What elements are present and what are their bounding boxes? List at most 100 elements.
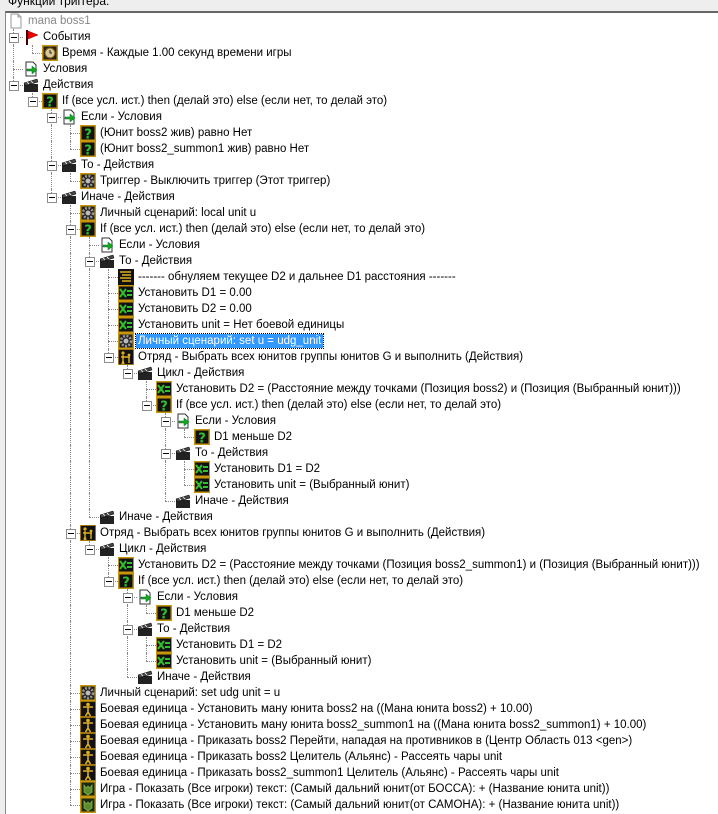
collapse-toggle[interactable]	[123, 593, 133, 603]
collapse-toggle[interactable]	[47, 193, 57, 203]
tree-item-label[interactable]: Боевая единица - Приказать boss2 Перейти…	[100, 735, 633, 747]
tree-item-label[interactable]: Установить D1 = 0.00	[138, 287, 252, 299]
tree-item-label[interactable]: mana boss1	[28, 15, 91, 27]
tree-item-label[interactable]: (Юнит boss2_summon1 жив) равно Нет	[100, 143, 310, 155]
collapse-toggle[interactable]	[123, 369, 133, 379]
tree-item-label[interactable]: D1 меньше D2	[176, 607, 255, 619]
tree-item[interactable]: Триггер - Выключить триггер (Этот тригге…	[6, 173, 718, 189]
collapse-toggle[interactable]	[85, 545, 95, 555]
tree-item[interactable]: Иначе - Действия	[6, 669, 718, 685]
tree-item[interactable]: Установить D2 = (Расстояние между точкам…	[6, 381, 718, 397]
tree-item-label[interactable]: If (все усл. ист.) then (делай это) else…	[100, 223, 426, 235]
tree-item[interactable]: ?If (все усл. ист.) then (делай это) els…	[6, 573, 718, 591]
tree-item-label[interactable]: Игра - Показать (Все игроки) текст: (Сам…	[100, 799, 620, 811]
tree-item-label[interactable]: То - Действия	[81, 159, 155, 171]
tree-item-label[interactable]: То - Действия	[157, 623, 231, 635]
tree-item-label[interactable]: Иначе - Действия	[119, 511, 213, 523]
tree-item-label[interactable]: Боевая единица - Приказать boss2_summon1…	[100, 767, 559, 779]
tree-item[interactable]: То - Действия	[6, 157, 718, 173]
tree-item-label[interactable]: То - Действия	[195, 447, 269, 459]
tree-item[interactable]: Отряд - Выбрать всех юнитов группы юнито…	[6, 348, 718, 366]
tree-item[interactable]: Боевая единица - Установить ману юнита b…	[6, 716, 718, 734]
tree-item[interactable]: ?If (все усл. ист.) then (делай это) els…	[6, 397, 718, 415]
tree-item[interactable]: ?(Юнит boss2 жив) равно Нет	[6, 125, 718, 143]
tree-item[interactable]: Личный сценарий: local unit u	[6, 205, 718, 221]
tree-item-label[interactable]: Боевая единица - Приказать boss2 Целител…	[100, 751, 503, 763]
tree-item-label[interactable]: D1 меньше D2	[214, 431, 293, 443]
tree-item[interactable]: Установить unit = (Выбранный юнит)	[6, 477, 718, 493]
tree-item[interactable]: ------- обнуляем текущее D2 и дальнее D1…	[6, 269, 718, 285]
tree-item-label[interactable]: Триггер - Выключить триггер (Этот тригге…	[100, 175, 331, 187]
tree-item[interactable]: ?D1 меньше D2	[6, 605, 718, 623]
tree-item[interactable]: Иначе - Действия	[6, 509, 718, 525]
tree-item-label[interactable]: Цикл - Действия	[119, 543, 207, 555]
tree-item[interactable]: События	[6, 29, 718, 45]
tree-item[interactable]: mana boss1	[6, 13, 718, 29]
tree-item[interactable]: То - Действия	[6, 253, 718, 269]
tree-item-label[interactable]: ------- обнуляем текущее D2 и дальнее D1…	[138, 271, 456, 283]
tree-item-label[interactable]: Если - Условия	[195, 415, 276, 427]
tree-item[interactable]: ?If (все усл. ист.) then (делай это) els…	[6, 221, 718, 239]
tree-item-label[interactable]: Иначе - Действия	[157, 671, 251, 683]
tree-item[interactable]: ?If (все усл. ист.) then (делай это) els…	[6, 93, 718, 111]
collapse-toggle[interactable]	[9, 81, 19, 91]
tree-item[interactable]: Установить unit = Нет боевой единицы	[6, 317, 718, 333]
tree-item[interactable]: Установить D2 = (Расстояние между точкам…	[6, 557, 718, 573]
tree-item[interactable]: Если - Условия	[6, 109, 718, 125]
collapse-toggle[interactable]	[9, 33, 19, 43]
tree-item-label[interactable]: Отряд - Выбрать всех юнитов группы юнито…	[100, 527, 486, 539]
tree-item-label[interactable]: If (все усл. ист.) then (делай это) else…	[62, 95, 388, 107]
tree-item[interactable]: ?(Юнит boss2_summon1 жив) равно Нет	[6, 141, 718, 159]
tree-item[interactable]: Боевая единица - Приказать boss2 Перейти…	[6, 732, 718, 750]
collapse-toggle[interactable]	[66, 225, 76, 235]
tree-item-label[interactable]: Действия	[43, 79, 94, 91]
tree-item[interactable]: Если - Условия	[6, 589, 718, 605]
tree-item-label[interactable]: Установить unit = (Выбранный юнит)	[176, 655, 372, 667]
tree-item[interactable]: Если - Условия	[6, 237, 718, 253]
tree-item[interactable]: Установить D1 = D2	[6, 461, 718, 477]
tree-item-label[interactable]: Боевая единица - Установить ману юнита b…	[100, 719, 647, 731]
tree-item[interactable]: Иначе - Действия	[6, 189, 718, 205]
collapse-toggle[interactable]	[28, 97, 38, 107]
tree-item-label[interactable]: Установить D2 = (Расстояние между точкам…	[176, 383, 681, 395]
tree-item[interactable]: Иначе - Действия	[6, 493, 718, 509]
tree-item[interactable]: Игра - Показать (Все игроки) текст: (Сам…	[6, 797, 718, 813]
collapse-toggle[interactable]	[123, 625, 133, 635]
tree-item[interactable]: Установить D2 = 0.00	[6, 301, 718, 317]
tree-item[interactable]: Личный сценарий: set u = udg_unit	[6, 333, 718, 349]
tree-item-label[interactable]: Цикл - Действия	[157, 367, 245, 379]
tree-item-label[interactable]: Боевая единица - Установить ману юнита b…	[100, 703, 533, 715]
collapse-toggle[interactable]	[85, 257, 95, 267]
tree-item-label[interactable]: Иначе - Действия	[195, 495, 289, 507]
tree-item-label[interactable]: Если - Условия	[81, 111, 162, 123]
tree-item-label[interactable]: Личный сценарий: set udg unit = u	[100, 687, 281, 699]
tree-item[interactable]: Игра - Показать (Все игроки) текст: (Сам…	[6, 781, 718, 797]
tree-item-label[interactable]: If (все усл. ист.) then (делай это) else…	[138, 575, 464, 587]
collapse-toggle[interactable]	[161, 449, 171, 459]
tree-item[interactable]: Цикл - Действия	[6, 365, 718, 381]
tree-item-label[interactable]: Установить D1 = D2	[214, 463, 321, 475]
tree-item-label[interactable]: (Юнит boss2 жив) равно Нет	[100, 127, 253, 139]
tree-item-label[interactable]: Установить D1 = D2	[176, 639, 283, 651]
tree-item[interactable]: Боевая единица - Приказать boss2 Целител…	[6, 748, 718, 766]
collapse-toggle[interactable]	[66, 529, 76, 539]
tree-item[interactable]: То - Действия	[6, 621, 718, 637]
tree-item-label[interactable]: Отряд - Выбрать всех юнитов группы юнито…	[138, 351, 524, 363]
tree-item-label[interactable]: Если - Условия	[157, 591, 238, 603]
tree-item-label[interactable]: То - Действия	[119, 255, 193, 267]
tree-item[interactable]: Условия	[6, 61, 718, 77]
tree-item[interactable]: Установить D1 = D2	[6, 637, 718, 653]
tree-item[interactable]: ?D1 меньше D2	[6, 429, 718, 447]
tree-item-label[interactable]: Игра - Показать (Все игроки) текст: (Сам…	[100, 783, 610, 795]
collapse-toggle[interactable]	[161, 417, 171, 427]
tree-item[interactable]: Если - Условия	[6, 413, 718, 429]
tree-item-label[interactable]: Условия	[43, 63, 88, 75]
tree-item-label[interactable]: If (все усл. ист.) then (делай это) else…	[176, 399, 502, 411]
tree-item[interactable]: Цикл - Действия	[6, 541, 718, 557]
tree-item-label[interactable]: Личный сценарий: set u = udg_unit	[134, 333, 325, 349]
collapse-toggle[interactable]	[47, 113, 57, 123]
tree-item-label[interactable]: Личный сценарий: local unit u	[100, 207, 257, 219]
tree-item-label[interactable]: Если - Условия	[119, 239, 200, 251]
tree-item[interactable]: То - Действия	[6, 445, 718, 461]
